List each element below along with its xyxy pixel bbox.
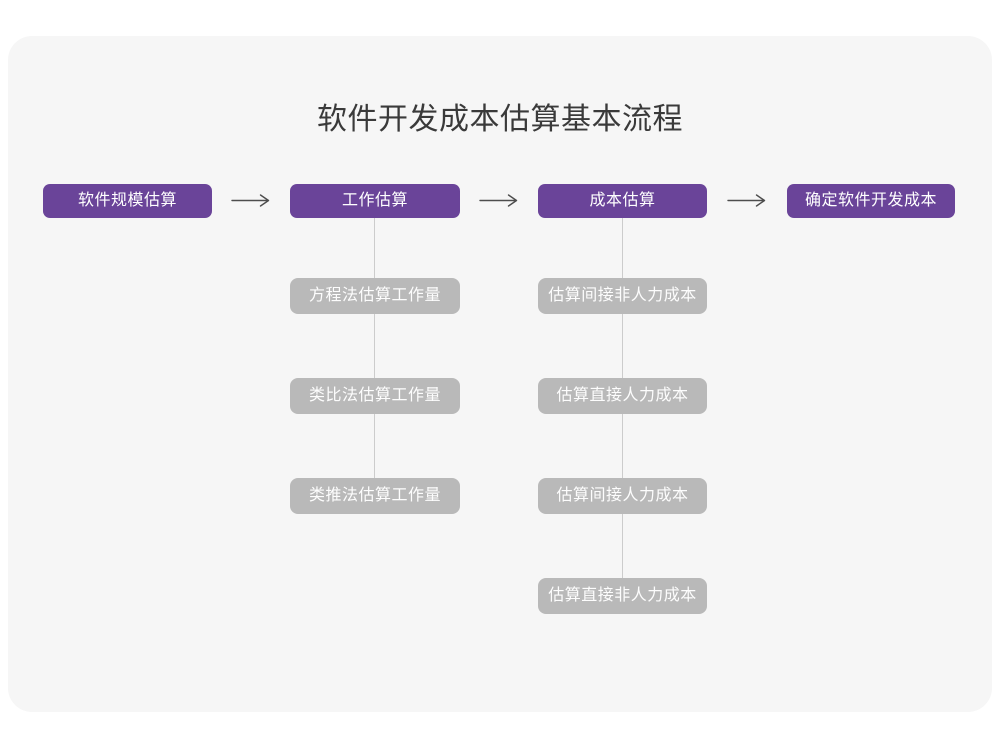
arrow-right-icon	[727, 193, 767, 208]
sub-step-indirect-labor-cost: 估算间接人力成本	[538, 478, 707, 514]
sub-step-direct-labor-cost: 估算直接人力成本	[538, 378, 707, 414]
diagram-panel: 软件开发成本估算基本流程 软件规模估算 工作估算 成本估算 确定软件开发成本 方…	[8, 36, 992, 712]
sub-step-equation-method-workload: 方程法估算工作量	[290, 278, 460, 314]
arrow-right-icon	[479, 193, 519, 208]
flow-step-determine-software-dev-cost: 确定软件开发成本	[787, 184, 955, 218]
sub-step-analogy-method-workload: 类比法估算工作量	[290, 378, 460, 414]
connector-line-work-estimation	[374, 218, 375, 514]
flow-step-work-estimation: 工作估算	[290, 184, 460, 218]
connector-line-cost-estimation	[622, 218, 623, 614]
flow-step-software-scale-estimation: 软件规模估算	[43, 184, 212, 218]
flow-step-cost-estimation: 成本估算	[538, 184, 707, 218]
arrow-right-icon	[231, 193, 271, 208]
diagram-title: 软件开发成本估算基本流程	[317, 103, 683, 136]
sub-step-indirect-nonlabor-cost: 估算间接非人力成本	[538, 278, 707, 314]
sub-step-direct-nonlabor-cost: 估算直接非人力成本	[538, 578, 707, 614]
sub-step-extrapolation-method-workload: 类推法估算工作量	[290, 478, 460, 514]
